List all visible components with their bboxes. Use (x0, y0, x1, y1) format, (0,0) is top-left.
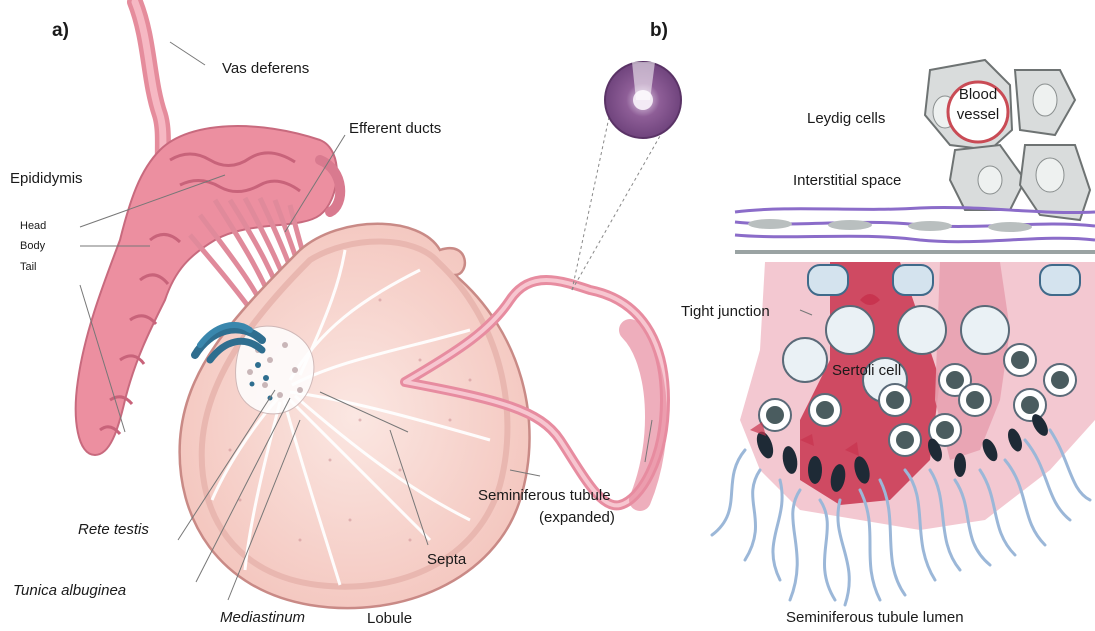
label-seminiferous-tubule: Seminiferous tubule (478, 487, 611, 505)
label-lobule: Lobule (367, 610, 412, 628)
panel-a-label: a) (52, 22, 69, 40)
label-septa: Septa (427, 551, 466, 569)
label-seminiferous-tubule-expanded: (expanded) (539, 509, 615, 527)
label-interstitial-space: Interstitial space (793, 172, 901, 190)
label-tight-junction: Tight junction (681, 303, 770, 321)
label-body: Body (20, 240, 45, 253)
label-blood: Blood (955, 86, 1001, 104)
label-vessel: vessel (955, 106, 1001, 124)
label-vas-deferens: Vas deferens (222, 60, 309, 78)
label-epididymis: Epididymis (10, 170, 83, 188)
label-head: Head (20, 220, 46, 233)
label-rete-testis: Rete testis (78, 521, 149, 539)
label-tail: Tail (20, 261, 37, 274)
leydig-cells (925, 60, 1090, 220)
tubule-cross-section (572, 62, 681, 290)
testis (180, 224, 530, 608)
label-seminiferous-tubule-lumen: Seminiferous tubule lumen (786, 609, 964, 627)
label-mediastinum: Mediastinum (220, 609, 305, 627)
label-tunica-albuginea: Tunica albuginea (13, 582, 126, 600)
panel-b-label: b) (650, 22, 668, 40)
label-sertoli-cell: Sertoli cell (832, 362, 901, 380)
label-efferent-ducts: Efferent ducts (349, 120, 441, 138)
label-leydig-cells: Leydig cells (807, 110, 885, 128)
